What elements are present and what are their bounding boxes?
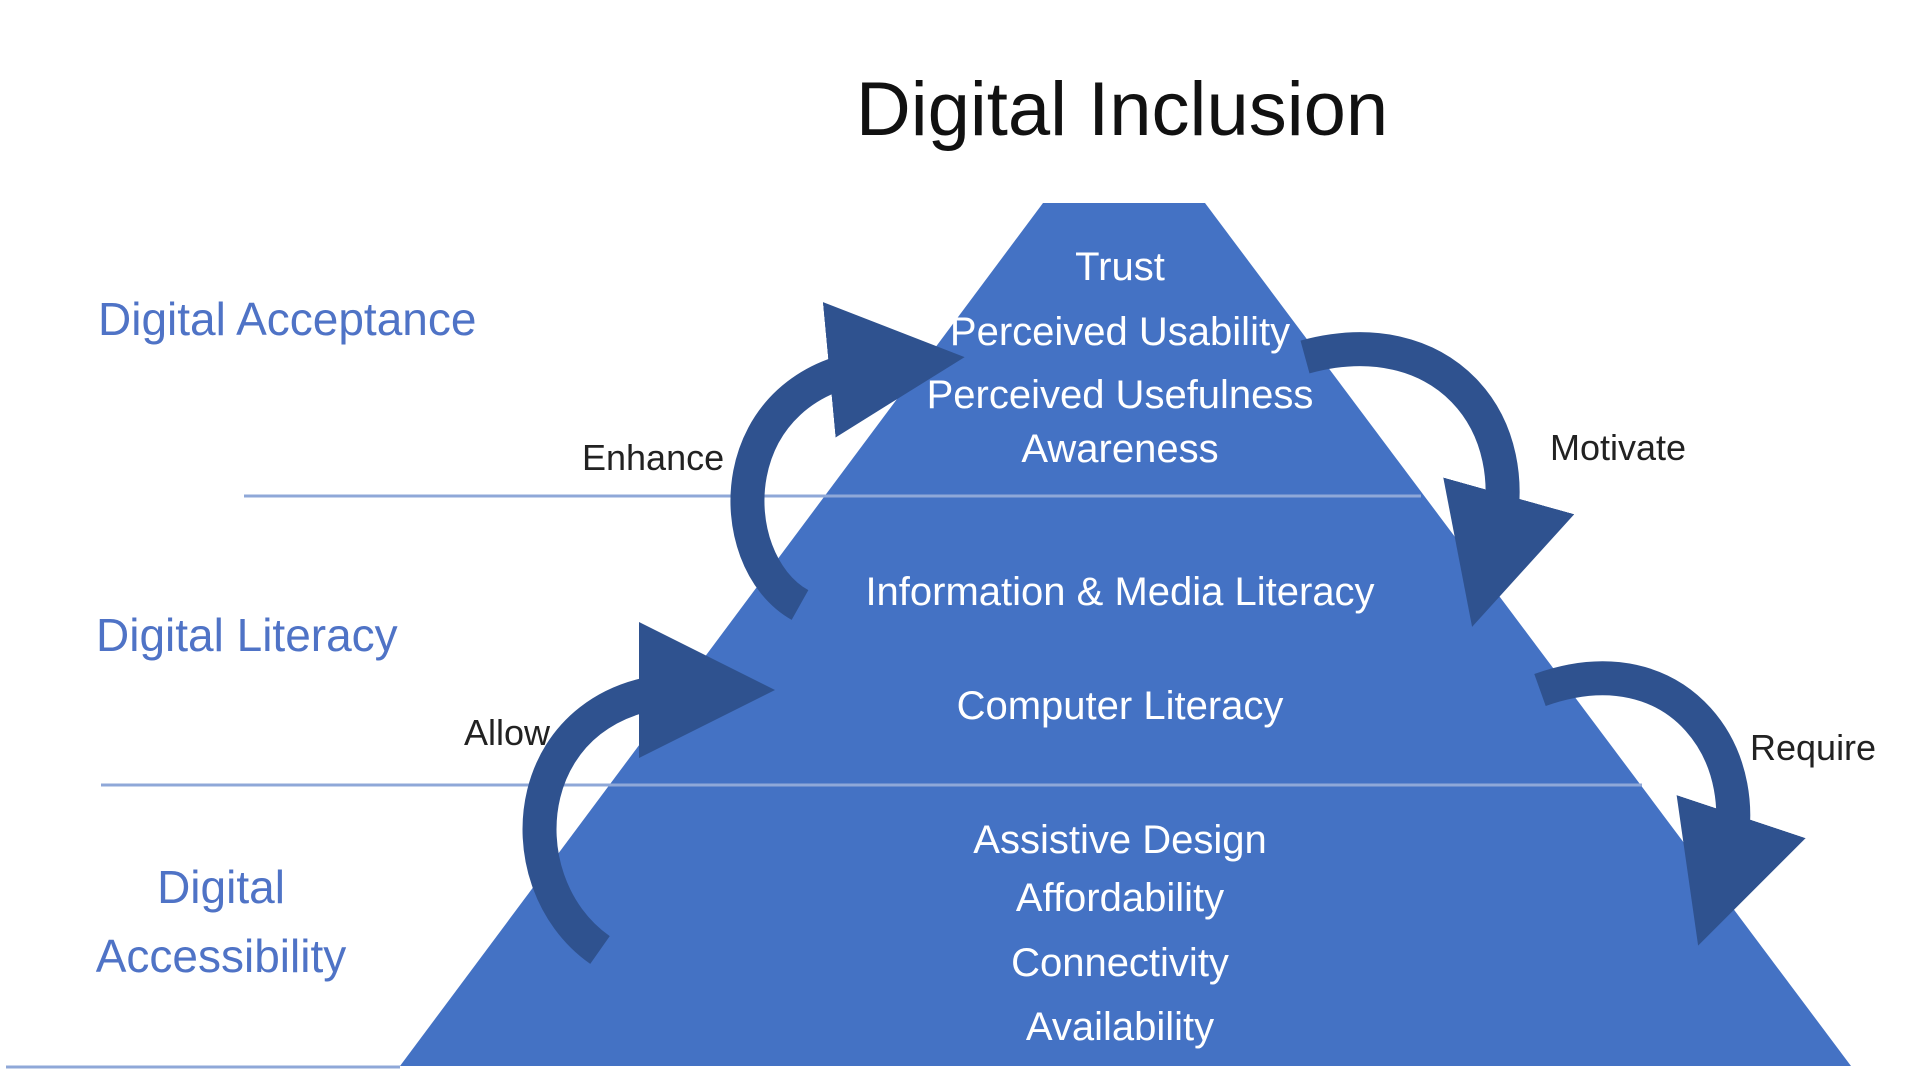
pyramid-item-info-media-literacy: Information & Media Literacy: [865, 570, 1375, 614]
diagram-title: Digital Inclusion: [855, 67, 1389, 152]
pyramid-item-availability: Availability: [1025, 1005, 1215, 1049]
motivate-arrow: [1300, 332, 1575, 627]
allow-arrow: [522, 622, 775, 964]
pyramid-item-computer-literacy: Computer Literacy: [956, 684, 1284, 728]
pyramid-item-connectivity: Connectivity: [1011, 941, 1229, 985]
relation-motivate: Motivate: [1550, 427, 1687, 468]
relation-allow: Allow: [464, 712, 551, 753]
relation-enhance: Enhance: [582, 437, 725, 478]
relation-require: Require: [1750, 727, 1877, 768]
pyramid-item-trust: Trust: [1075, 245, 1165, 289]
level-label-literacy: Digital Literacy: [96, 609, 398, 661]
pyramid-item-affordability: Affordability: [1015, 876, 1225, 920]
pyramid-item-awareness: Awareness: [1021, 427, 1219, 471]
require-arrow: [1534, 661, 1806, 946]
pyramid-item-assistive-design: Assistive Design: [973, 818, 1267, 862]
level-label-acceptance: Digital Acceptance: [98, 293, 477, 345]
level-label-accessibility-2: Accessibility: [95, 930, 347, 982]
pyramid-item-perceived-usefulness: Perceived Usefulness: [926, 373, 1314, 417]
pyramid-item-perceived-usability: Perceived Usability: [949, 310, 1291, 354]
pyramid: [400, 203, 1851, 1066]
enhance-arrow: [730, 302, 965, 620]
level-label-accessibility-1: Digital: [157, 861, 285, 913]
